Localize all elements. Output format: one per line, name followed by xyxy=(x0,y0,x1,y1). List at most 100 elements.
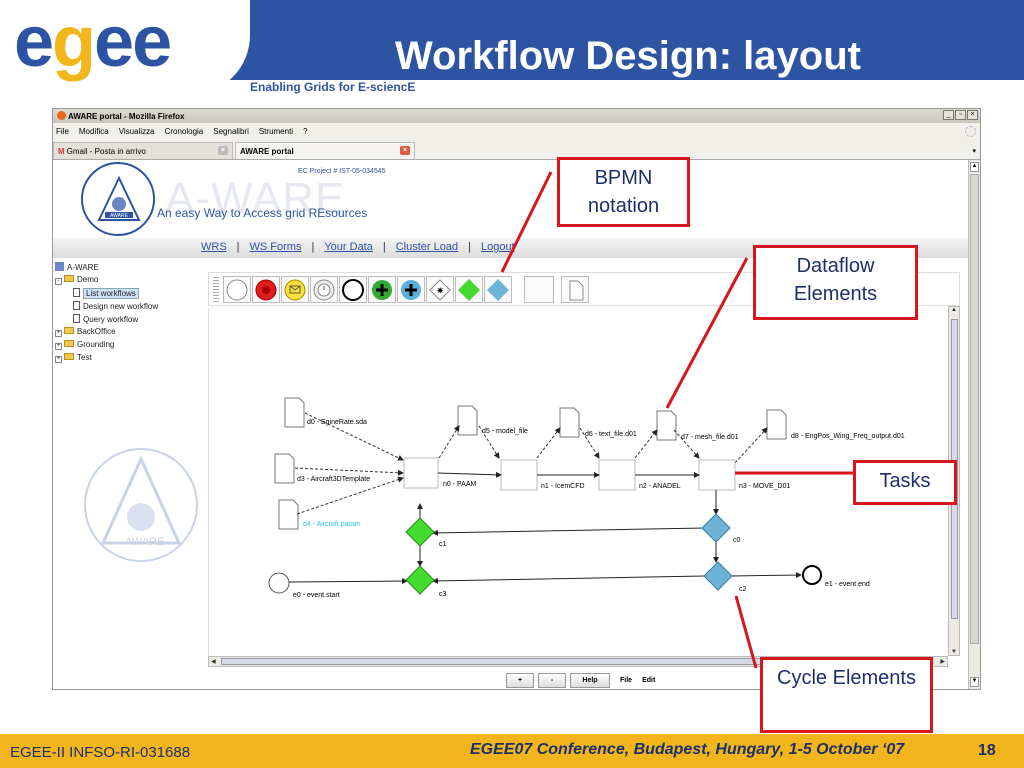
tree-item-grounding[interactable]: +Grounding xyxy=(55,340,115,350)
tree-root[interactable]: A-WARE xyxy=(53,262,203,275)
data-document-tool[interactable] xyxy=(561,276,589,303)
browser-window: AWARE portal - Mozilla Firefox _ ▫ × Fil… xyxy=(52,108,981,690)
page-vertical-scrollbar[interactable]: ▲▼ xyxy=(968,160,980,689)
zoom-in-button[interactable]: + xyxy=(506,673,534,688)
gateway-c1[interactable]: c1 xyxy=(405,517,447,548)
palette-grip[interactable] xyxy=(213,277,219,303)
close-tab-icon[interactable]: × xyxy=(400,146,410,155)
doc-d4[interactable]: d4 - Aircraft.param xyxy=(278,499,361,530)
svg-text:d5 - model_file: d5 - model_file xyxy=(482,428,528,435)
aware-subtitle: An easy Way to Access grid REsources xyxy=(157,206,368,220)
expand-icon[interactable]: + xyxy=(55,330,62,337)
timer-event-tool[interactable] xyxy=(310,276,338,303)
close-window-button[interactable]: × xyxy=(967,110,978,120)
svg-text:e0 - event.start: e0 - event.start xyxy=(293,592,340,599)
doc-d0[interactable]: d0 - EgineRate.sda xyxy=(284,397,367,428)
star-gateway-tool[interactable]: ✷ xyxy=(426,276,454,303)
add-gateway-green-tool[interactable] xyxy=(368,276,396,303)
folder-icon xyxy=(64,275,74,282)
nav-logout[interactable]: Logout xyxy=(480,241,515,253)
svg-text:d0 - EgineRate.sda: d0 - EgineRate.sda xyxy=(307,419,367,426)
task-n1[interactable]: n1 - IcemCFD xyxy=(500,459,585,491)
callout-cycle: Cycle Elements xyxy=(760,657,933,733)
nav-your-data[interactable]: Your Data xyxy=(324,241,373,253)
scroll-down-icon[interactable]: ▼ xyxy=(951,649,957,655)
svg-text:c1: c1 xyxy=(439,541,447,548)
end-event-tool[interactable] xyxy=(339,276,367,303)
gateway-c3[interactable]: c3 xyxy=(405,565,447,598)
window-controls: _ ▫ × xyxy=(943,110,978,120)
edit-menu[interactable]: Edit xyxy=(642,677,656,684)
doc-d3[interactable]: d3 - Aircraft3DTemplate xyxy=(274,453,370,484)
diamond-green-tool[interactable] xyxy=(455,276,483,303)
zoom-out-button[interactable]: - xyxy=(538,673,566,688)
doc-d6[interactable]: d6 - text_file.d01 xyxy=(559,407,637,438)
task-n3[interactable]: n3 - MOVE_D01 xyxy=(698,459,790,491)
nav-ws-forms[interactable]: WS Forms xyxy=(249,241,302,253)
gateway-c0[interactable]: c0 xyxy=(701,513,741,544)
menu-segnalibri[interactable]: Segnalibri xyxy=(213,127,249,136)
menu-cronologia[interactable]: Cronologia xyxy=(164,127,204,136)
file-menu[interactable]: File xyxy=(620,677,633,684)
svg-text:n3 - MOVE_D01: n3 - MOVE_D01 xyxy=(739,483,790,490)
folder-icon xyxy=(64,353,74,360)
nav-cluster-load[interactable]: Cluster Load xyxy=(395,241,459,253)
expand-icon[interactable]: + xyxy=(55,343,62,350)
svg-text:c0: c0 xyxy=(733,537,741,544)
event-end[interactable]: e1 - event.end xyxy=(802,565,870,588)
callout-dataflow: Dataflow Elements xyxy=(753,245,918,320)
start-event-tool[interactable] xyxy=(223,276,251,303)
menu-modifica[interactable]: Modifica xyxy=(78,127,109,136)
collapse-icon[interactable]: - xyxy=(55,278,62,285)
gateway-c2[interactable]: c2 xyxy=(703,561,747,593)
scroll-up-icon[interactable]: ▲ xyxy=(951,307,957,313)
page-scroll-up-icon[interactable]: ▲ xyxy=(970,162,979,172)
tree-item-test[interactable]: +Test xyxy=(55,353,92,363)
canvas-horizontal-scrollbar[interactable]: ◀▶ xyxy=(208,656,948,667)
add-gateway-blue-tool[interactable] xyxy=(397,276,425,303)
tree-item-query-workflow[interactable]: Query workflow xyxy=(53,314,203,327)
doc-d5[interactable]: d5 - model_file xyxy=(457,405,528,436)
portal-header: AWARE A-WARE An easy Way to Access grid … xyxy=(53,160,968,238)
minimize-button[interactable]: _ xyxy=(943,110,954,120)
event-start[interactable]: e0 - event.start xyxy=(268,572,340,599)
egee-logo: egee xyxy=(14,2,172,82)
menu-strumenti[interactable]: Strumenti xyxy=(258,127,294,136)
scroll-left-icon[interactable]: ◀ xyxy=(211,659,216,665)
tab-aware-portal[interactable]: AWARE portal × xyxy=(235,142,415,159)
help-button[interactable]: Help xyxy=(570,673,610,688)
page-number: 18 xyxy=(978,742,996,759)
menu-visualizza[interactable]: Visualizza xyxy=(118,127,155,136)
portal-page: AWARE A-WARE An easy Way to Access grid … xyxy=(53,160,968,689)
page-scroll-down-icon[interactable]: ▼ xyxy=(970,677,979,687)
close-tab-icon[interactable]: × xyxy=(218,146,228,155)
workflow-canvas[interactable]: d0 - EgineRate.sda d3 - Aircraft3DTempla… xyxy=(208,308,948,656)
end-event-red-tool[interactable] xyxy=(252,276,280,303)
maximize-button[interactable]: ▫ xyxy=(955,110,966,120)
folder-icon xyxy=(64,340,74,347)
window-title: AWARE portal - Mozilla Firefox xyxy=(68,112,185,121)
menu-help[interactable]: ? xyxy=(303,127,308,136)
message-event-tool[interactable] xyxy=(281,276,309,303)
tree-item-list-workflows[interactable]: List workflows xyxy=(53,288,203,301)
diamond-blue-tool[interactable] xyxy=(484,276,512,303)
document-icon xyxy=(73,288,80,297)
tab-aware-label: AWARE portal xyxy=(240,147,294,156)
doc-d8[interactable]: d8 - EngPos_Wing_Freq_output.d01 xyxy=(766,409,905,440)
tree-item-design-new-workflow[interactable]: Design new workflow xyxy=(53,301,203,314)
menu-file[interactable]: File xyxy=(56,127,69,136)
tab-list-chevron-icon[interactable]: ▾ xyxy=(972,148,976,155)
doc-d7[interactable]: d7 - mesh_file.d01 xyxy=(656,410,739,441)
task-tool[interactable] xyxy=(524,276,554,303)
nav-wrs[interactable]: WRS xyxy=(201,241,227,253)
page-vscroll-thumb[interactable] xyxy=(970,174,979,644)
task-n0[interactable]: n0 - PAAM xyxy=(403,457,476,489)
task-n2[interactable]: n2 - ANADEL xyxy=(598,459,681,491)
tree-item-backoffice[interactable]: +BackOffice xyxy=(55,327,116,337)
expand-icon[interactable]: + xyxy=(55,356,62,363)
scroll-right-icon[interactable]: ▶ xyxy=(940,659,945,665)
tree-item-demo[interactable]: -Demo xyxy=(53,275,203,288)
document-icon xyxy=(73,301,80,310)
